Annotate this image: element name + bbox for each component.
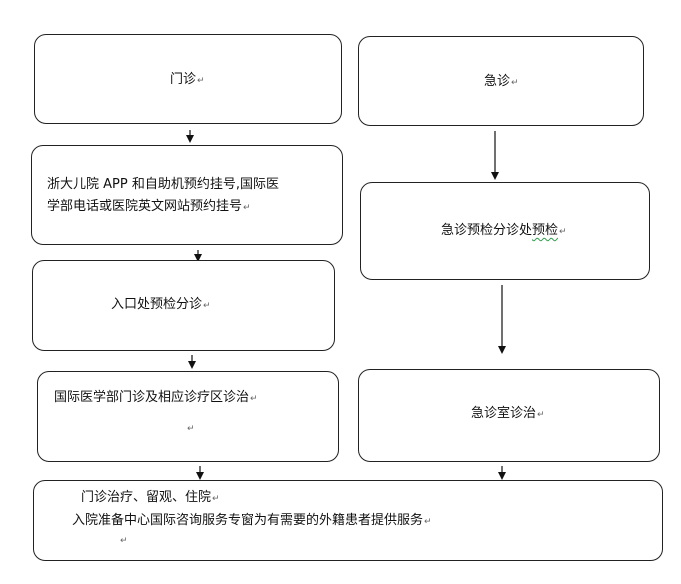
return-mark-icon: ↵ (197, 76, 205, 86)
booking-box: 浙大儿院 APP 和自助机预约挂号,国际医 学部电话或医院英文网站预约挂号↵ (31, 145, 343, 245)
return-mark-icon: ↵ (511, 78, 519, 88)
return-mark-icon: ↵ (243, 203, 251, 213)
return-mark-icon: ↵ (187, 424, 195, 434)
emergency-room-wrap: 急诊室诊治↵ (471, 403, 545, 426)
final-line2-wrap: 入院准备中心国际咨询服务专窗为有需要的外籍患者提供服务↵ (72, 510, 432, 533)
entrance-triage-label: 入口处预检分诊 (111, 297, 203, 312)
return-mark-icon: ↵ (424, 517, 432, 527)
emergency-triage-wrap: 急诊预检分诊处预检↵ (441, 220, 567, 243)
entrance-triage-box: 入口处预检分诊↵ (32, 260, 335, 351)
emergency-label: 急诊 (484, 74, 511, 89)
return-mark-icon: ↵ (203, 301, 211, 311)
outpatient-box: 门诊↵ (34, 34, 342, 124)
emergency-triage-label: 急诊预检分诊处 (441, 223, 533, 238)
intl-department-label: 国际医学部门诊及相应诊疗区诊治 (54, 390, 250, 405)
entrance-triage-wrap: 入口处预检分诊↵ (111, 294, 211, 317)
final-box: 门诊治疗、留观、住院↵ 入院准备中心国际咨询服务专窗为有需要的外籍患者提供服务↵… (33, 480, 663, 561)
booking-text-line2-wrap: 学部电话或医院英文网站预约挂号↵ (47, 196, 251, 219)
booking-text-line2: 学部电话或医院英文网站预约挂号 (47, 199, 243, 214)
outpatient-label-wrap: 门诊↵ (170, 69, 205, 92)
return-mark-icon: ↵ (212, 494, 220, 504)
emergency-triage-box: 急诊预检分诊处预检↵ (360, 182, 650, 280)
final-line1-wrap: 门诊治疗、留观、住院↵ (81, 487, 220, 510)
return-mark-icon: ↵ (250, 394, 258, 404)
booking-text-line1: 浙大儿院 APP 和自助机预约挂号,国际医 (47, 177, 279, 192)
emergency-box: 急诊↵ (358, 36, 644, 126)
emergency-triage-underlined: 预检 (532, 223, 559, 238)
final-line2: 入院准备中心国际咨询服务专窗为有需要的外籍患者提供服务 (72, 513, 424, 528)
final-line1: 门诊治疗、留观、住院 (81, 490, 212, 505)
intl-department-wrap: 国际医学部门诊及相应诊疗区诊治↵ (54, 387, 258, 410)
outpatient-label: 门诊 (170, 72, 197, 87)
emergency-label-wrap: 急诊↵ (484, 71, 519, 94)
emergency-room-box: 急诊室诊治↵ (358, 369, 660, 462)
return-mark-icon: ↵ (537, 410, 545, 420)
return-mark-icon: ↵ (559, 227, 567, 237)
return-mark-icon: ↵ (120, 536, 128, 546)
intl-department-box: 国际医学部门诊及相应诊疗区诊治↵ ↵ (37, 371, 339, 462)
emergency-room-label: 急诊室诊治 (471, 406, 537, 421)
